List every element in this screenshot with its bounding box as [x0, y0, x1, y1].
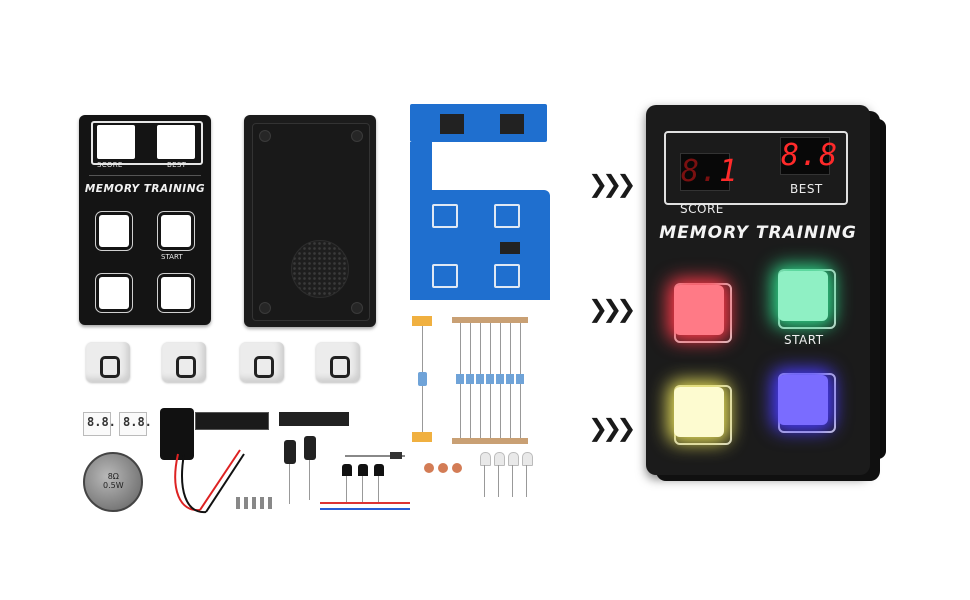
best-display: 8.8: [780, 137, 839, 175]
transistor: [358, 464, 368, 476]
led-leg: [498, 465, 499, 497]
resistor-tape: [452, 317, 528, 323]
button-footprint: [494, 204, 520, 228]
pcb-top: [410, 104, 547, 142]
jumper-wire-red: [320, 502, 410, 504]
battery-wires: [174, 449, 245, 514]
ic-socket: [195, 412, 269, 430]
score-label: SCORE: [97, 161, 123, 169]
red-button[interactable]: [674, 285, 724, 335]
diode-lead: [345, 455, 405, 457]
yellow-button[interactable]: [674, 387, 724, 437]
chevrons-right-icon: ❯❯❯: [588, 414, 636, 442]
chevrons-right-icon: ❯❯❯: [588, 170, 636, 198]
capacitor: [304, 436, 316, 460]
case-inner: [252, 123, 370, 321]
resistor-tape-small: [412, 432, 432, 442]
button-hole: [161, 215, 191, 247]
screw: [236, 497, 240, 509]
pcb-bottom: [410, 190, 550, 300]
best-window: [157, 125, 195, 159]
start-label: START: [784, 333, 824, 347]
transistor-leg: [378, 476, 379, 504]
led-leg: [484, 465, 485, 497]
button-cap: [162, 342, 206, 382]
diode: [390, 452, 402, 459]
screw: [260, 497, 264, 509]
seg-footprint: [500, 114, 524, 134]
green-button[interactable]: [778, 271, 828, 321]
transistor: [374, 464, 384, 476]
button-cap: [316, 342, 360, 382]
capacitor-leg: [309, 460, 310, 500]
transistor-leg: [346, 476, 347, 504]
button-hole: [99, 277, 129, 309]
display-window-frame: [91, 121, 203, 165]
jumper-wire-blue: [320, 508, 410, 510]
resistor-tape-small: [412, 316, 432, 326]
led: [508, 452, 519, 466]
screw-post: [259, 302, 271, 314]
capacitor-leg: [289, 464, 290, 504]
battery-snap: [160, 408, 194, 460]
button-footprint: [432, 204, 458, 228]
speaker-impedance: 8Ω: [107, 472, 119, 481]
screw-post: [259, 130, 271, 142]
best-label: BEST: [167, 161, 187, 169]
ceramic-capacitor: [424, 463, 434, 473]
button-cap: [86, 342, 130, 382]
led: [494, 452, 505, 466]
divider: [89, 175, 201, 176]
score-window: [97, 125, 135, 159]
transistor: [342, 464, 352, 476]
assembled-device: 8.1 8.8 SCORE BEST MEMORY TRAINING START: [646, 105, 886, 478]
back-case: [244, 115, 376, 327]
score-display: 8.1: [680, 153, 739, 191]
screw: [244, 497, 248, 509]
screw: [268, 497, 272, 509]
start-label: START: [161, 253, 183, 261]
display-frame: [664, 131, 848, 205]
button-footprint: [432, 264, 458, 288]
button-hole: [161, 277, 191, 309]
speaker-power: 0.5W: [103, 481, 124, 490]
resistor-row: [456, 374, 526, 384]
device-title: MEMORY TRAINING: [659, 223, 857, 243]
ceramic-capacitor: [438, 463, 448, 473]
device-body: 8.1 8.8 SCORE BEST MEMORY TRAINING START: [646, 105, 870, 475]
screw-post: [351, 130, 363, 142]
microcontroller-chip: [279, 412, 349, 426]
front-panel: SCORE BEST MEMORY TRAINING START: [79, 115, 211, 325]
transistor-leg: [362, 476, 363, 504]
seven-segment-module: 8.8.: [119, 412, 152, 436]
speaker: 8Ω 0.5W: [83, 452, 143, 512]
capacitor: [284, 440, 296, 464]
device-side: [868, 119, 886, 459]
ceramic-capacitor: [452, 463, 462, 473]
led-leg: [512, 465, 513, 497]
speaker-grille: [291, 240, 349, 298]
led: [480, 452, 491, 466]
panel-title: MEMORY TRAINING: [84, 183, 206, 195]
pcb-board: [410, 104, 550, 304]
ic-footprint: [500, 242, 520, 254]
chevrons-right-icon: ❯❯❯: [588, 295, 636, 323]
screw: [252, 497, 256, 509]
led: [522, 452, 533, 466]
button-hole: [99, 215, 129, 247]
blue-button[interactable]: [778, 375, 828, 425]
seg-footprint: [440, 114, 464, 134]
score-label: SCORE: [680, 202, 724, 216]
resistor-tape: [452, 438, 528, 444]
seven-segment-module: 8.8.: [83, 412, 116, 436]
best-label: BEST: [790, 182, 823, 196]
screw-post: [351, 302, 363, 314]
led-leg: [526, 465, 527, 497]
resistor: [418, 372, 427, 386]
button-cap: [240, 342, 284, 382]
button-footprint: [494, 264, 520, 288]
